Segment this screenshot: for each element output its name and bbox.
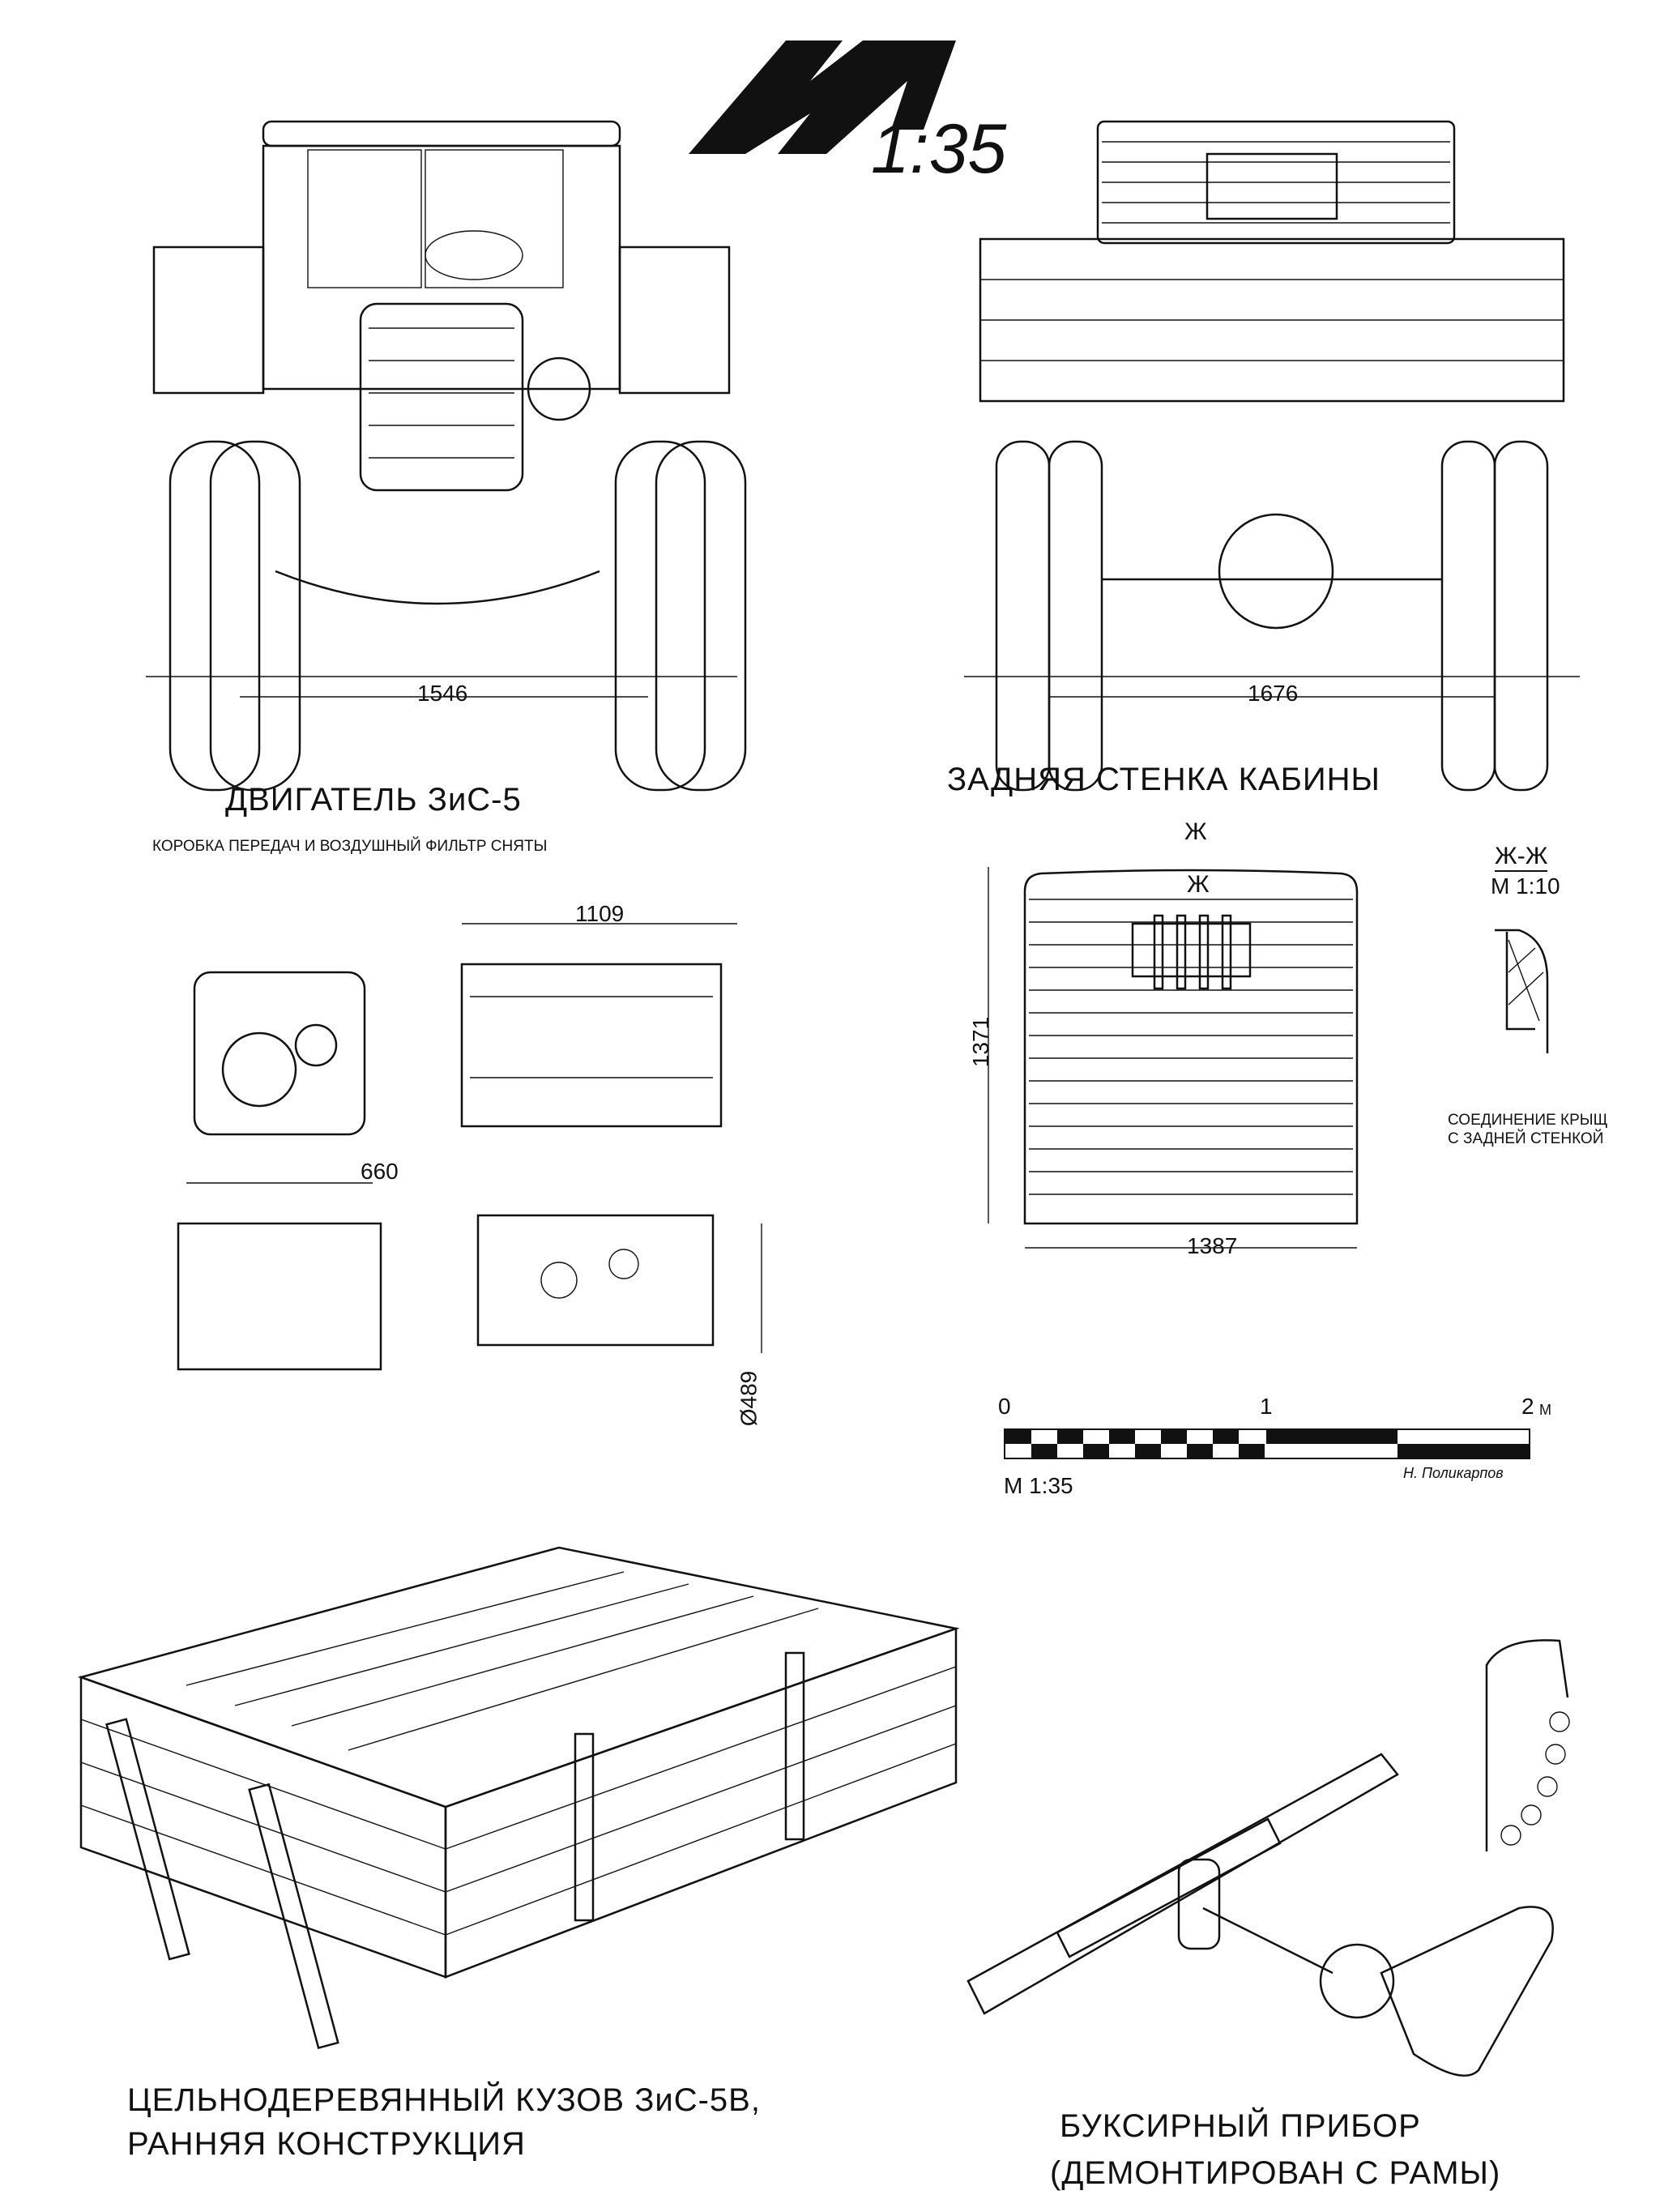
logo-scale: 1:35 [871, 110, 1007, 188]
logo: 1:35 [689, 32, 1045, 194]
logo-m-mark [689, 41, 956, 154]
tow-hitch-drawing [967, 1639, 1570, 2077]
scale-unit: М [1539, 1402, 1551, 1418]
engine-title: ДВИГАТЕЛЬ ЗиС-5 [225, 782, 522, 818]
section-mark-top: Ж [1184, 818, 1207, 845]
scale-bar [1004, 1428, 1530, 1459]
cargo-body-caption-line2: РАННЯЯ КОНСТРУКЦИЯ [127, 2126, 526, 2162]
cab-rear-wall-drawing [988, 867, 1359, 1249]
author-credit: Н. Поликарпов [1403, 1465, 1504, 1481]
section-caption-line2: С ЗАДНЕЙ СТЕНКОЙ [1448, 1130, 1604, 1147]
rear-track-dimension: 1676 [1248, 681, 1299, 706]
cargo-body-drawing [77, 1546, 960, 2050]
section-scale: М 1:10 [1491, 873, 1560, 899]
truck-rear-view [964, 120, 1580, 792]
tow-hitch-caption-line1: БУКСИРНЫЙ ПРИБОР [1060, 2108, 1421, 2144]
scale-bar-pattern [1005, 1430, 1529, 1458]
cab-wall-height-dimension: 1371 [968, 1016, 994, 1068]
engine-length-dimension: 1109 [575, 901, 625, 926]
engine-height-dimension: Ø489 [736, 1370, 762, 1427]
front-track-dimension: 1546 [417, 681, 468, 706]
engine-subtitle: КОРОБКА ПЕРЕДАЧ И ВОЗДУШНЫЙ ФИЛЬТР СНЯТЫ [152, 838, 548, 855]
scale-label-2: 2 [1521, 1394, 1534, 1419]
section-mark-inner: Ж [1187, 871, 1210, 898]
scale-ratio: М 1:35 [1004, 1473, 1073, 1498]
section-caption-line1: СОЕДИНЕНИЕ КРЫЩ [1448, 1112, 1608, 1129]
scale-label-1: 1 [1260, 1394, 1273, 1419]
scale-label-0: 0 [998, 1394, 1011, 1419]
section-detail-drawing [1495, 929, 1549, 1053]
cargo-body-caption-line1: ЦЕЛЬНОДЕРЕВЯННЫЙ КУЗОВ ЗиС-5В, [127, 2082, 761, 2118]
cab-rear-wall-title: ЗАДНЯЯ СТЕНКА КАБИНЫ [947, 762, 1380, 797]
section-title: Ж-Ж [1495, 843, 1548, 872]
engine-width-dimension: 660 [361, 1159, 399, 1184]
tow-hitch-caption-line2: (ДЕМОНТИРОВАН С РАМЫ) [1050, 2155, 1501, 2191]
cab-wall-width-dimension: 1387 [1187, 1233, 1238, 1258]
engine-drawings [177, 923, 762, 1371]
truck-front-view [146, 120, 747, 792]
